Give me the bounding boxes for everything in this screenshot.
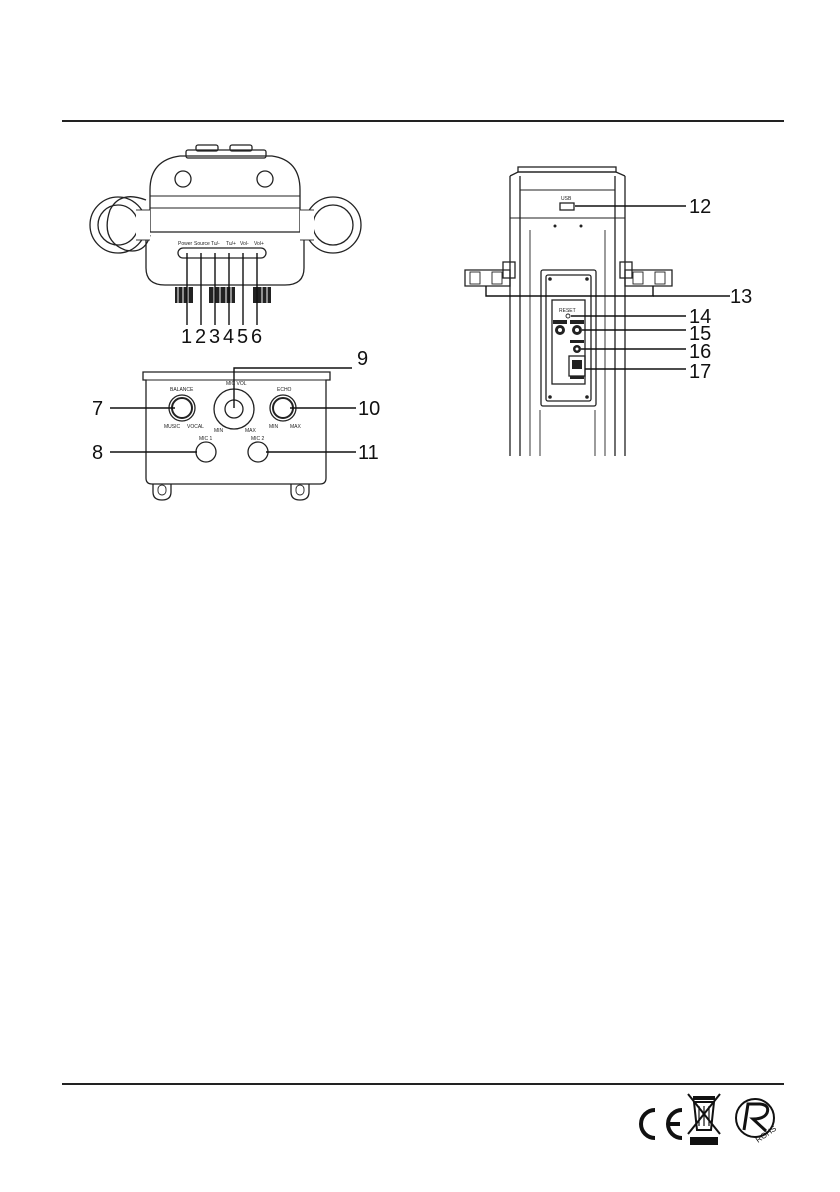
callout-3: 3 bbox=[209, 326, 220, 348]
mic2-jack-icon bbox=[248, 442, 268, 462]
callout-6: 6 bbox=[251, 326, 262, 348]
mic1-label: MIC 1 bbox=[199, 436, 213, 442]
weee-bin-icon bbox=[688, 1094, 720, 1145]
callout-10: 10 bbox=[358, 398, 380, 420]
vol-up-label: Vol+ bbox=[254, 241, 264, 247]
top-right-screw-icon bbox=[257, 171, 273, 187]
vol-down-label: Vol- bbox=[240, 241, 249, 247]
callout-7: 7 bbox=[92, 398, 103, 420]
reset-label: RESET bbox=[559, 308, 576, 314]
callout-11: 11 bbox=[358, 442, 379, 464]
callout-13: 13 bbox=[730, 286, 752, 308]
callout-16: 16 bbox=[689, 341, 711, 363]
callout-8: 8 bbox=[92, 442, 103, 464]
mic1-jack-icon bbox=[196, 442, 216, 462]
usb-label: USB bbox=[561, 196, 572, 202]
mic-panel-diagram: BALANCE MUSIC VOCAL MIC VOL MIN MAX ECHO… bbox=[92, 348, 380, 500]
ce-mark-icon bbox=[641, 1110, 682, 1138]
usb-port-icon bbox=[560, 203, 574, 210]
mic-vol-label: MIC VOL bbox=[226, 381, 247, 387]
right-foot bbox=[620, 262, 672, 286]
callout-9: 9 bbox=[357, 348, 368, 370]
top-view-diagram: Power Source Tu/- Tu/+ Vol- Vol+ 1 bbox=[90, 145, 361, 348]
reset-button-icon bbox=[566, 314, 570, 318]
control-strip bbox=[178, 248, 266, 258]
echo-max-label: MAX bbox=[290, 424, 302, 430]
echo-label: ECHO bbox=[277, 387, 292, 393]
callout-4: 4 bbox=[223, 326, 234, 348]
min-label: MIN bbox=[214, 428, 224, 434]
callout-17: 17 bbox=[689, 361, 711, 383]
balance-label: BALANCE bbox=[170, 387, 194, 393]
callout-2: 2 bbox=[195, 326, 206, 348]
max-label: MAX bbox=[245, 428, 257, 434]
rohs-text: ROHS bbox=[754, 1124, 778, 1145]
connector-panel bbox=[541, 270, 596, 406]
callout-1: 1 bbox=[181, 326, 192, 348]
vocal-label: VOCAL bbox=[187, 424, 204, 430]
left-foot bbox=[465, 262, 515, 286]
tune-down-label: Tu/- bbox=[211, 241, 220, 247]
tune-up-label: Tu/+ bbox=[226, 241, 236, 247]
callout-5: 5 bbox=[237, 326, 248, 348]
callout-12: 12 bbox=[689, 196, 711, 218]
echo-min-label: MIN bbox=[269, 424, 279, 430]
rear-view-diagram: USB RESET bbox=[465, 167, 752, 456]
rohs-mark-icon: ROHS bbox=[736, 1099, 778, 1145]
power-label: Power bbox=[178, 241, 193, 247]
source-label: Source bbox=[194, 241, 210, 247]
top-left-screw-icon bbox=[175, 171, 191, 187]
mic2-label: MIC 2 bbox=[251, 436, 265, 442]
music-label: MUSIC bbox=[164, 424, 181, 430]
